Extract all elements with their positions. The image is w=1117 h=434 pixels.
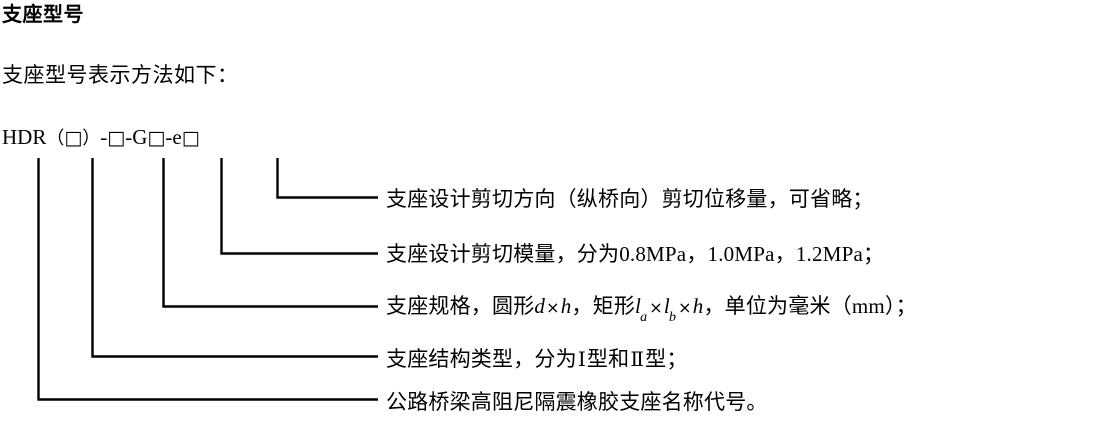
spec-middle-text: ，矩形 — [571, 294, 636, 318]
structure-type-1-numeral: Ⅰ — [577, 347, 586, 371]
spec-prefix-text: 支座规格，圆形 — [386, 294, 535, 318]
spec-times-1: × — [546, 298, 560, 317]
code-prefix-hdr: HDR — [2, 125, 47, 149]
code-box-spec: □ — [107, 127, 126, 149]
leader-line-name-code — [37, 158, 378, 401]
code-box-displacement: □ — [181, 127, 200, 149]
spec-sub-b: b — [668, 310, 677, 326]
leader-line-structure-type — [91, 158, 378, 358]
code-paren-open: （ — [46, 128, 65, 149]
spec-times-3: × — [678, 298, 692, 317]
code-paren-close: ） — [82, 128, 101, 149]
spec-var-l-b: l — [663, 294, 670, 318]
description-shear-modulus: 支座设计剪切模量，分为0.8MPa，1.0MPa，1.2MPa； — [386, 242, 885, 266]
intro-paragraph: 支座型号表示方法如下： — [2, 63, 239, 87]
designation-code-line: HDR（□）-□-G□-e□ — [2, 124, 200, 153]
spec-var-h-circular: h — [560, 294, 572, 318]
description-structure-type: 支座结构类型，分为Ⅰ型和Ⅱ型； — [386, 345, 688, 373]
description-shear-displacement: 支座设计剪切方向（纵桥向）剪切位移量，可省略； — [386, 187, 874, 211]
code-box-modulus: □ — [147, 127, 166, 149]
code-letter-e: e — [172, 125, 182, 149]
code-dash-3: - — [165, 125, 173, 149]
leader-line-modulus — [220, 158, 378, 255]
code-dash-1: - — [100, 125, 108, 149]
leader-line-displacement — [276, 158, 378, 199]
spec-var-h-rect: h — [692, 294, 704, 318]
description-product-name-code: 公路桥梁高阻尼隔震橡胶支座名称代号。 — [386, 390, 768, 414]
code-box-type: □ — [64, 127, 83, 149]
description-bearing-specification: 支座规格，圆形d×h，矩形la×lb×h，单位为毫米（mm）； — [386, 292, 917, 329]
structure-suffix-text: 型； — [645, 347, 688, 371]
page-title: 支座型号 — [2, 4, 84, 26]
spec-var-d: d — [534, 294, 546, 318]
spec-var-l-a: l — [635, 294, 642, 318]
leader-line-specification — [162, 158, 378, 308]
spec-sub-a: a — [640, 310, 648, 326]
structure-type-2-numeral: Ⅱ — [630, 347, 645, 371]
structure-middle-text: 型和 — [586, 347, 630, 371]
spec-times-2: × — [649, 298, 663, 317]
code-dash-2: - — [125, 125, 133, 149]
structure-prefix-text: 支座结构类型，分为 — [386, 347, 577, 371]
spec-suffix-text: ，单位为毫米（mm）； — [703, 294, 917, 318]
code-letter-g: G — [132, 125, 148, 149]
